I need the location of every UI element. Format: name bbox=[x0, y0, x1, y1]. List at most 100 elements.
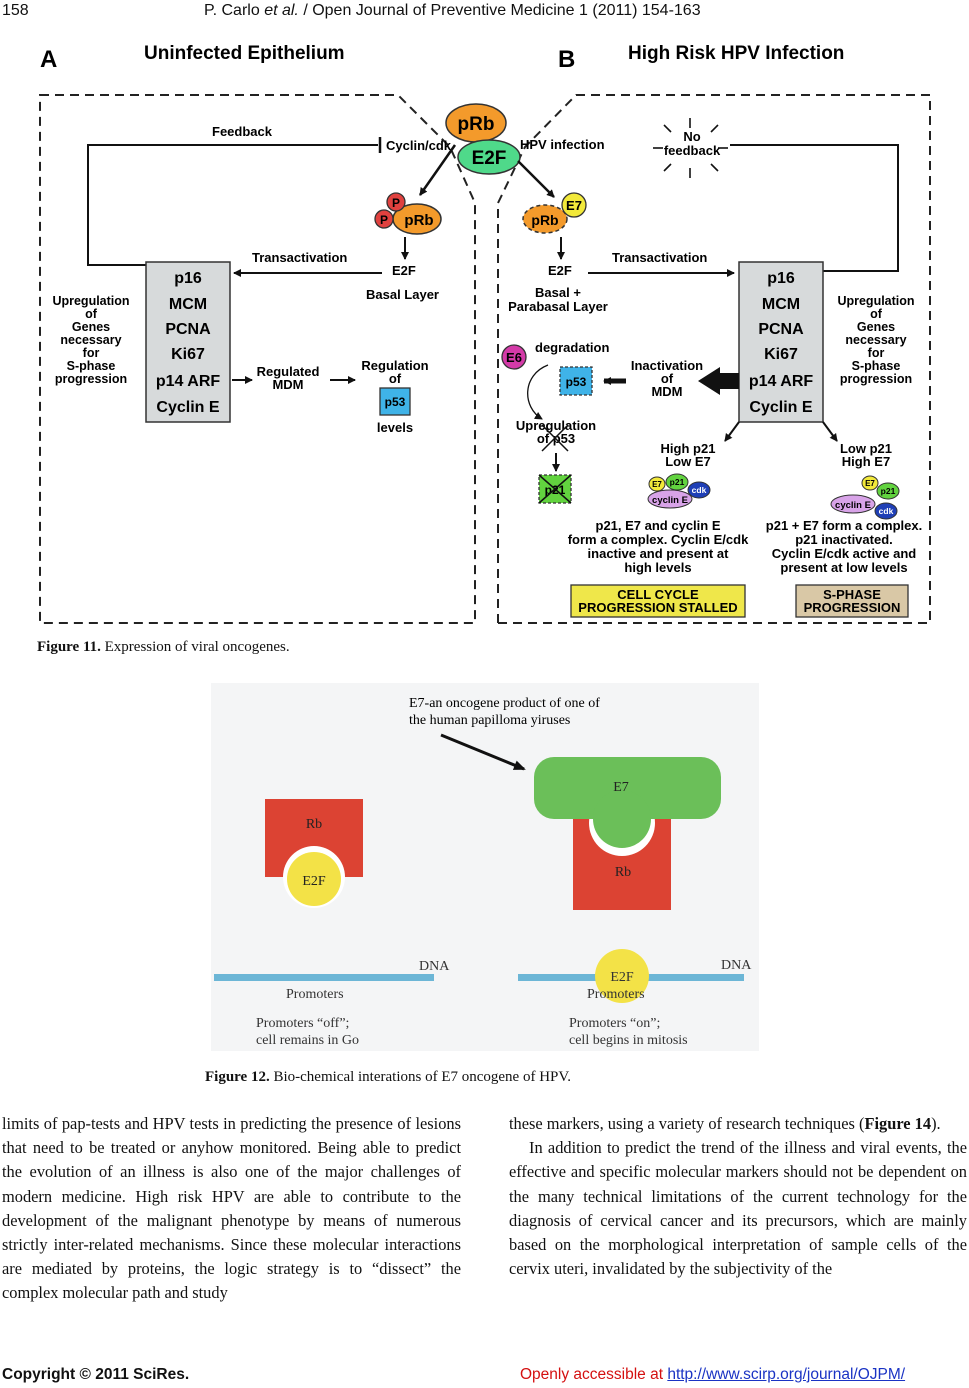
body-left-column: limits of pap-tests and HPV tests in pre… bbox=[2, 1112, 461, 1306]
prb-e7-oval bbox=[522, 204, 568, 234]
footer-access: Openly accessible at http://www.scirp.or… bbox=[520, 1366, 905, 1384]
open-access-text: Openly accessible at bbox=[520, 1366, 668, 1383]
basal-plus-1: Basal + bbox=[535, 285, 581, 300]
prb-label: pRb bbox=[458, 114, 495, 135]
left-desc-line: inactive and present at bbox=[588, 546, 730, 561]
e2f-circle-right bbox=[595, 949, 649, 1003]
sphase-2: PROGRESSION bbox=[804, 600, 901, 615]
cyclin-cdk-label: Cyclin/cdk bbox=[386, 138, 452, 153]
upreg-a-line: S-phase bbox=[67, 359, 116, 373]
upregulation-b: Upregulation of Genes necessary for S-ph… bbox=[837, 294, 914, 386]
arrow-high-p21 bbox=[724, 421, 740, 442]
upreg-b-line: for bbox=[868, 346, 885, 360]
gene-a-pcna: PCNA bbox=[165, 321, 211, 338]
phosphate-2 bbox=[374, 209, 394, 229]
promoters-on-1: Promoters “on”; bbox=[569, 1016, 660, 1031]
p53-a-label: p53 bbox=[385, 395, 406, 409]
upreg-b-line: Upregulation bbox=[837, 294, 914, 308]
upreg-a-line: Genes bbox=[72, 320, 110, 334]
inactivation-1: Inactivation bbox=[631, 358, 703, 373]
dna-bar-left bbox=[214, 974, 434, 981]
left-desc-line: form a complex. Cyclin E/cdk bbox=[568, 532, 749, 547]
no-feedback-2: feedback bbox=[664, 143, 721, 158]
gene-b-cycline: Cyclin E bbox=[749, 399, 812, 416]
journal-url-link[interactable]: http://www.scirp.org/journal/OJPM/ bbox=[667, 1366, 906, 1383]
p53-box-b bbox=[559, 366, 593, 396]
upreg-b-line: S-phase bbox=[852, 359, 901, 373]
upreg-a-line: Upregulation bbox=[52, 294, 129, 308]
cyclin-e-right-label: cyclin E bbox=[835, 500, 871, 511]
cdk-right-label: cdk bbox=[879, 506, 894, 516]
cdk-left bbox=[687, 481, 711, 499]
figure-11-text: Expression of viral oncogenes. bbox=[100, 639, 290, 655]
phosphate-1-label: P bbox=[392, 196, 400, 210]
running-title-post: / Open Journal of Preventive Medicine 1 … bbox=[298, 2, 701, 19]
right-desc-line: p21 inactivated. bbox=[795, 532, 893, 547]
left-desc-line: high levels bbox=[624, 560, 691, 575]
right-desc-line: p21 + E7 form a complex. bbox=[766, 518, 922, 533]
gene-a-p14arf: p14 ARF bbox=[156, 373, 221, 390]
p53-b-label: p53 bbox=[566, 375, 587, 389]
p21-left bbox=[665, 473, 689, 491]
p21-right bbox=[876, 482, 900, 500]
arrow-hpv-infection bbox=[517, 160, 555, 198]
promoters-on-2: cell begins in mitosis bbox=[569, 1033, 688, 1048]
high-p21-1: High p21 bbox=[661, 441, 716, 456]
p21-cross-2 bbox=[538, 474, 572, 504]
panel-a-title: Uninfected Epithelium bbox=[144, 43, 345, 64]
regulated-mdm-1: Regulated bbox=[257, 364, 320, 379]
body-right-column: these markers, using a variety of resear… bbox=[509, 1112, 967, 1281]
regulation-of-2: of bbox=[389, 371, 402, 386]
e2f-free-a: E2F bbox=[392, 263, 416, 278]
phosphate-2-label: P bbox=[380, 213, 388, 227]
e2f-oval bbox=[457, 139, 521, 175]
panel-b-feedback-line bbox=[730, 144, 899, 272]
figure-11: A Uninfected Epithelium B High Risk HPV … bbox=[39, 43, 931, 624]
figure-14-ref[interactable]: Figure 14 bbox=[864, 1114, 932, 1133]
e2f-left-label: E2F bbox=[302, 874, 326, 889]
figure-12-caption: Figure 12. Bio-chemical interations of E… bbox=[205, 1069, 571, 1086]
e7-annotation-2: the human papilloma yiruses bbox=[409, 713, 570, 728]
upreg-b-line: of bbox=[870, 307, 883, 321]
gene-a-cycline: Cyclin E bbox=[156, 399, 219, 416]
no-feedback-burst bbox=[653, 118, 728, 178]
figure-12-label: Figure 12. bbox=[205, 1069, 270, 1085]
gene-b-mcm: MCM bbox=[762, 296, 800, 313]
e7-right bbox=[861, 475, 879, 491]
s-phase-box bbox=[795, 584, 909, 618]
cdk-right bbox=[874, 502, 898, 520]
levels-label: levels bbox=[377, 420, 413, 435]
e2f-label: E2F bbox=[472, 148, 507, 169]
arrow-low-p21 bbox=[822, 421, 838, 442]
figure-12: E7-an oncogene product of one of the hum… bbox=[211, 683, 759, 1051]
upreg-a-line: for bbox=[83, 346, 100, 360]
hpv-infection-label: HPV infection bbox=[520, 137, 605, 152]
transactivation-a: Transactivation bbox=[252, 250, 347, 265]
p53-box-a bbox=[379, 387, 411, 416]
running-title: P. Carlo et al. / Open Journal of Preven… bbox=[204, 2, 701, 20]
e7-circle-b bbox=[561, 192, 587, 218]
e2f-free-b: E2F bbox=[548, 263, 572, 278]
phosphate-1 bbox=[386, 192, 406, 212]
rb-right-label: Rb bbox=[615, 865, 631, 880]
e7-right-label: E7 bbox=[865, 479, 875, 488]
running-title-pre: P. Carlo bbox=[204, 2, 265, 19]
degradation-label: degradation bbox=[535, 340, 609, 355]
upregulation-a: Upregulation of Genes necessary for S-ph… bbox=[52, 294, 129, 386]
e7-left-label: E7 bbox=[652, 480, 662, 489]
low-p21-1: Low p21 bbox=[840, 441, 892, 456]
cyclin-e-left bbox=[647, 489, 693, 509]
e2f-right-label: E2F bbox=[610, 970, 634, 985]
transactivation-b: Transactivation bbox=[612, 250, 707, 265]
prb-e7-label: pRb bbox=[531, 212, 558, 228]
right-desc-line: Cyclin E/cdk active and bbox=[772, 546, 917, 561]
e7-label: E7 bbox=[613, 780, 629, 795]
feedback-line bbox=[87, 144, 378, 266]
footer-copyright: Copyright © 2011 SciRes. bbox=[2, 1366, 190, 1383]
high-p21-2: Low E7 bbox=[665, 454, 711, 469]
regulated-mdm-2: MDM bbox=[272, 377, 303, 392]
cross-mark-2 bbox=[541, 424, 569, 452]
rb-left-label: Rb bbox=[306, 817, 322, 832]
gene-a-p16: p16 bbox=[174, 270, 202, 287]
e7-knob bbox=[593, 790, 651, 848]
